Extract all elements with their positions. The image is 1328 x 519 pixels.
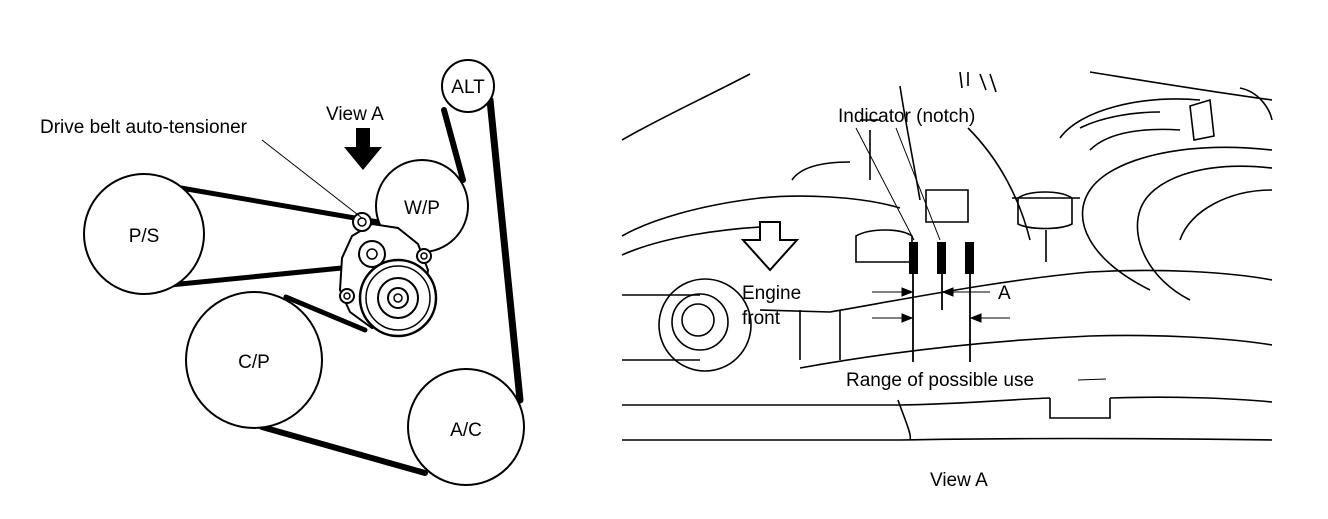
cp-pulley: C/P bbox=[185, 291, 323, 429]
alt-label: ALT bbox=[451, 77, 485, 98]
engine-front-label-line1: Engine bbox=[742, 283, 801, 304]
ac-pulley: A/C bbox=[407, 368, 525, 486]
auto-tensioner bbox=[338, 212, 438, 338]
alt-pulley: ALT bbox=[441, 59, 495, 113]
view-a-label: View A bbox=[326, 104, 384, 125]
tensioner-indicator-marks bbox=[909, 242, 974, 362]
view-a-caption: View A bbox=[930, 470, 988, 491]
drive-belt bbox=[149, 96, 524, 476]
engine-front-label-line2: front bbox=[742, 308, 781, 329]
a-dimension-label: A bbox=[998, 283, 1011, 304]
indicator-leader-lines bbox=[855, 127, 941, 241]
tensioner-label: Drive belt auto-tensioner bbox=[40, 117, 248, 138]
view-a-detail-diagram: Engine front Indicator (notch) A Range o… bbox=[621, 71, 1273, 491]
cp-label: C/P bbox=[238, 352, 270, 373]
range-leader-line bbox=[1077, 378, 1107, 381]
range-label: Range of possible use bbox=[846, 370, 1034, 391]
belt-routing-diagram: ALT W/P P/S C/P A/C bbox=[40, 59, 525, 486]
ps-label: P/S bbox=[129, 226, 160, 247]
engine-front-arrow bbox=[740, 221, 800, 272]
wp-label: W/P bbox=[404, 198, 440, 219]
indicator-label: Indicator (notch) bbox=[838, 106, 975, 127]
ps-pulley: P/S bbox=[83, 173, 205, 295]
view-a-arrow bbox=[344, 128, 382, 170]
ac-label: A/C bbox=[450, 420, 482, 441]
tensioner-leader-line bbox=[261, 139, 363, 219]
dimension-a bbox=[872, 287, 1010, 323]
